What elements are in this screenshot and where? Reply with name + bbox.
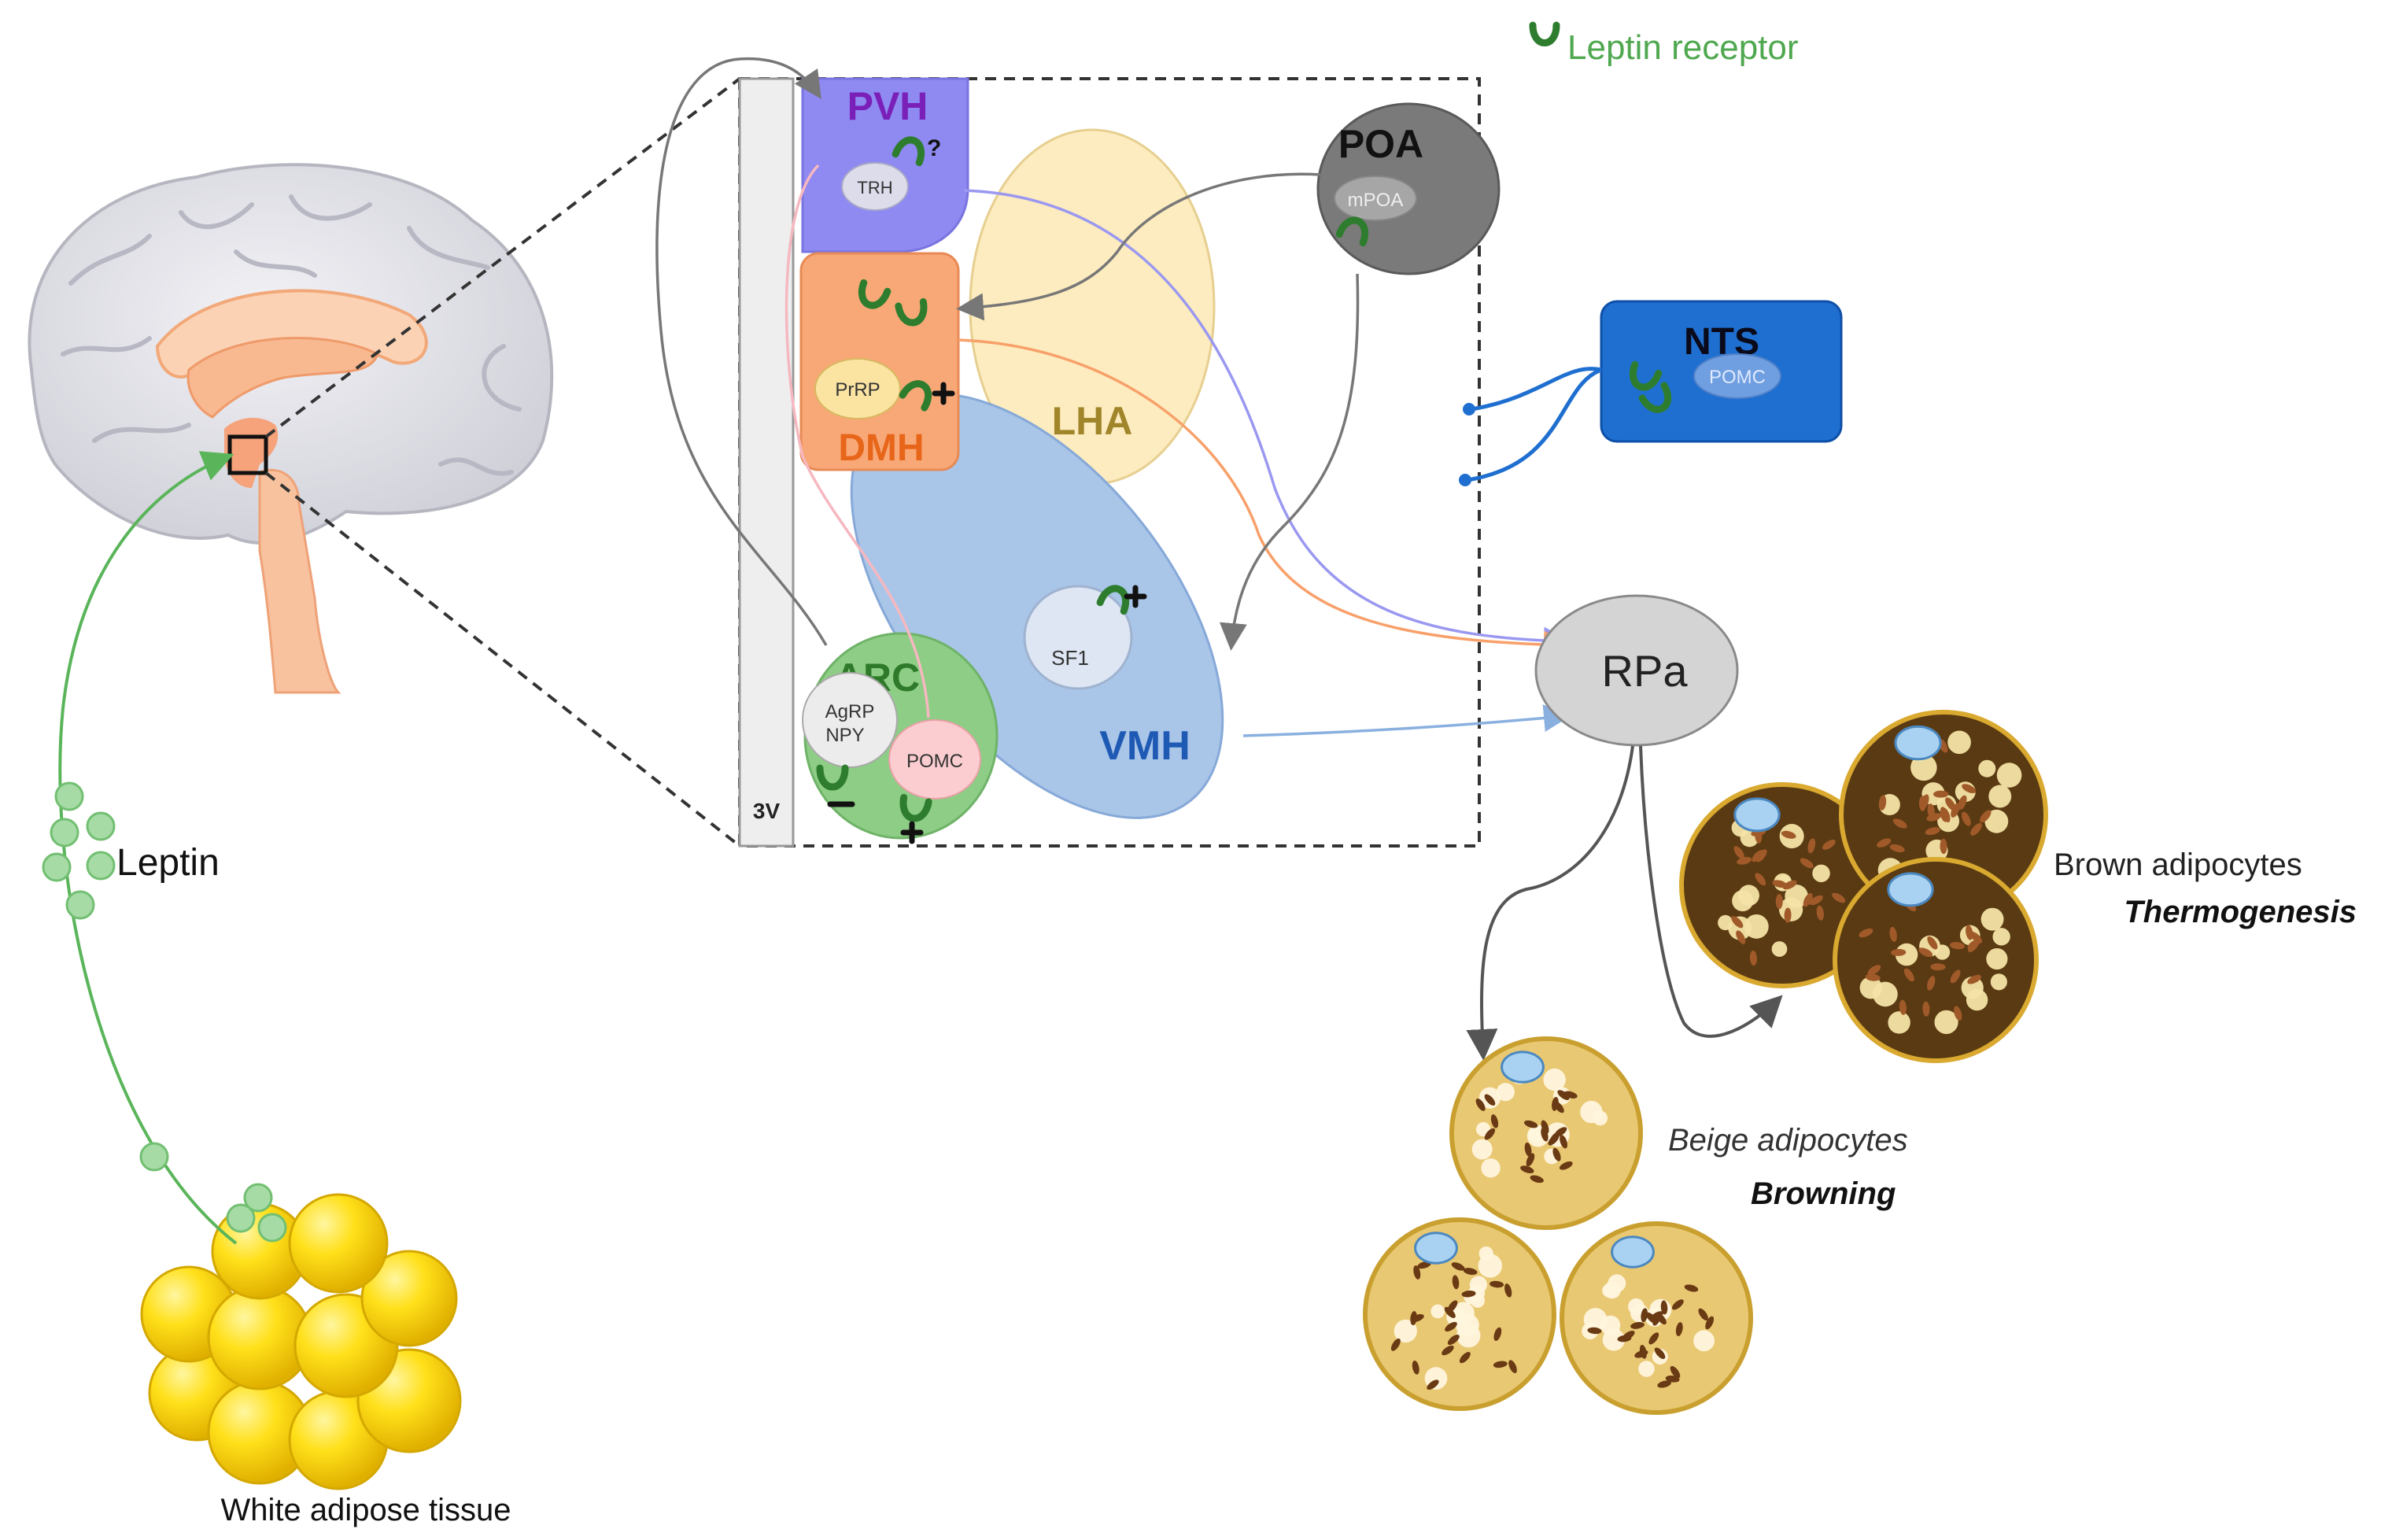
leptin-receptor-icon xyxy=(1096,585,1129,615)
rpa-region xyxy=(1534,594,1739,747)
poa-to-vmh-projection xyxy=(1219,273,1360,651)
pvh-receptor-question: ? xyxy=(927,135,941,161)
leptin-receptor-icon xyxy=(858,279,891,309)
brown-adipocyte xyxy=(1839,710,2048,919)
leptin-receptor-icon xyxy=(1638,382,1672,413)
white-adipose-label: White adipose tissue xyxy=(220,1493,511,1527)
agrp-npy-neuron xyxy=(802,672,898,768)
beige-adipocytes xyxy=(1363,1036,1753,1415)
receptor-signs xyxy=(827,382,1147,844)
nts-projection xyxy=(1467,367,1602,482)
leptin-receptor-icon xyxy=(891,136,925,167)
pomc-plus-sign xyxy=(900,821,924,844)
beige-adipocyte xyxy=(1449,1036,1643,1230)
rpa-to-beige-projection xyxy=(1466,745,1634,1061)
nts-terminal-2 xyxy=(1459,474,1471,486)
leptin-receptor-icon xyxy=(1335,216,1368,247)
beige-adipocytes-label: Beige adipocytes xyxy=(1668,1123,1908,1158)
sf1-neuron xyxy=(1023,585,1133,690)
dmh-plus-sign xyxy=(932,382,955,405)
mpoa-label: mPOA xyxy=(1348,190,1404,211)
poa-to-dmh-projection xyxy=(956,172,1321,321)
pvh-label: PVH xyxy=(847,84,928,128)
leptin-arrow xyxy=(58,451,238,1245)
pomc-nts-label: POMC xyxy=(1709,367,1766,388)
legend: Leptin receptor xyxy=(1529,21,1799,67)
dmh-label: DMH xyxy=(838,427,924,469)
trh-neuron xyxy=(841,162,909,211)
pomc-nts-neuron xyxy=(1693,353,1781,399)
mpoa-neuron xyxy=(1334,175,1417,221)
leptin-receptor-icon xyxy=(899,793,932,822)
pvh-to-rpa-projection xyxy=(963,189,1571,655)
zoom-line-top xyxy=(264,77,741,438)
agrp-label: AgRP xyxy=(825,701,875,722)
vmh-label: VMH xyxy=(1099,723,1190,769)
brain-illustration xyxy=(28,163,554,694)
leptin-receptor-icon xyxy=(899,380,932,412)
rpa-to-brown-projection xyxy=(1639,745,1783,1038)
leptin-receptor-icon xyxy=(1630,360,1663,391)
nts-terminal-1 xyxy=(1463,403,1475,415)
thermogenesis-label: Thermogenesis xyxy=(2124,895,2357,929)
leptin-receptor-icon xyxy=(816,764,849,791)
browning-label: Browning xyxy=(1751,1176,1896,1211)
sf1-label: SF1 xyxy=(1051,646,1089,670)
pomc-to-pvh-projection xyxy=(784,164,930,718)
vmh-plus-sign xyxy=(1124,585,1147,608)
brown-adipocytes xyxy=(1679,710,2048,1063)
brown-adipocytes-label: Brown adipocytes xyxy=(2054,848,2302,882)
lha-label: LHA xyxy=(1052,399,1133,443)
trh-label: TRH xyxy=(857,178,892,198)
arc-to-pvh-projection xyxy=(655,57,828,646)
pomc-arc-neuron xyxy=(888,719,981,800)
brown-adipocyte xyxy=(1679,782,1885,988)
dmh-to-rpa-projection xyxy=(958,338,1571,659)
leptin-label: Leptin xyxy=(116,842,220,884)
beige-adipocyte xyxy=(1560,1221,1753,1415)
brown-adipocyte xyxy=(1833,857,2039,1063)
leptin-receptor-icon xyxy=(1529,21,1560,46)
npy-label: NPY xyxy=(825,725,864,746)
prrp-neuron xyxy=(814,358,901,419)
prrp-label: PrRP xyxy=(835,379,880,401)
beige-adipocyte xyxy=(1363,1217,1556,1411)
vmh-to-rpa-projection xyxy=(1242,704,1571,737)
leptin-receptor-icon xyxy=(895,297,928,327)
rpa-label: RPa xyxy=(1602,646,1689,696)
white-adipose-tissue xyxy=(140,1193,462,1490)
third-ventricle xyxy=(738,77,795,848)
leptin-receptors xyxy=(816,136,1672,822)
third-ventricle-label: 3V xyxy=(753,799,781,823)
pomc-arc-label: POMC xyxy=(906,751,963,772)
leptin-particles xyxy=(42,781,287,1243)
poa-label: POA xyxy=(1338,122,1423,166)
legend-receptor-label: Leptin receptor xyxy=(1567,28,1799,67)
zoom-line-bottom xyxy=(264,471,741,848)
